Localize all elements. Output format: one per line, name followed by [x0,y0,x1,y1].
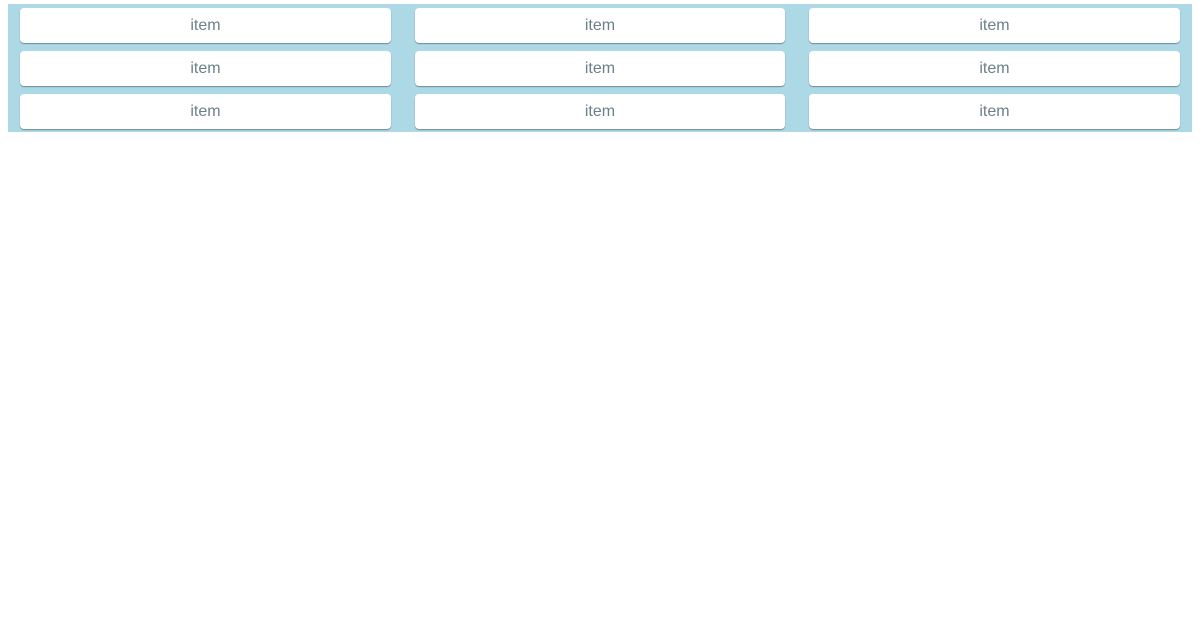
grid-item[interactable]: item [809,94,1180,129]
grid-item[interactable]: item [809,51,1180,86]
grid-item[interactable]: item [20,94,391,129]
grid-item[interactable]: item [415,8,785,43]
grid-item[interactable]: item [20,8,391,43]
item-grid: item item item item item item item item … [8,4,1192,132]
grid-item[interactable]: item [415,94,785,129]
grid-item[interactable]: item [809,8,1180,43]
grid-item[interactable]: item [415,51,785,86]
grid-item[interactable]: item [20,51,391,86]
